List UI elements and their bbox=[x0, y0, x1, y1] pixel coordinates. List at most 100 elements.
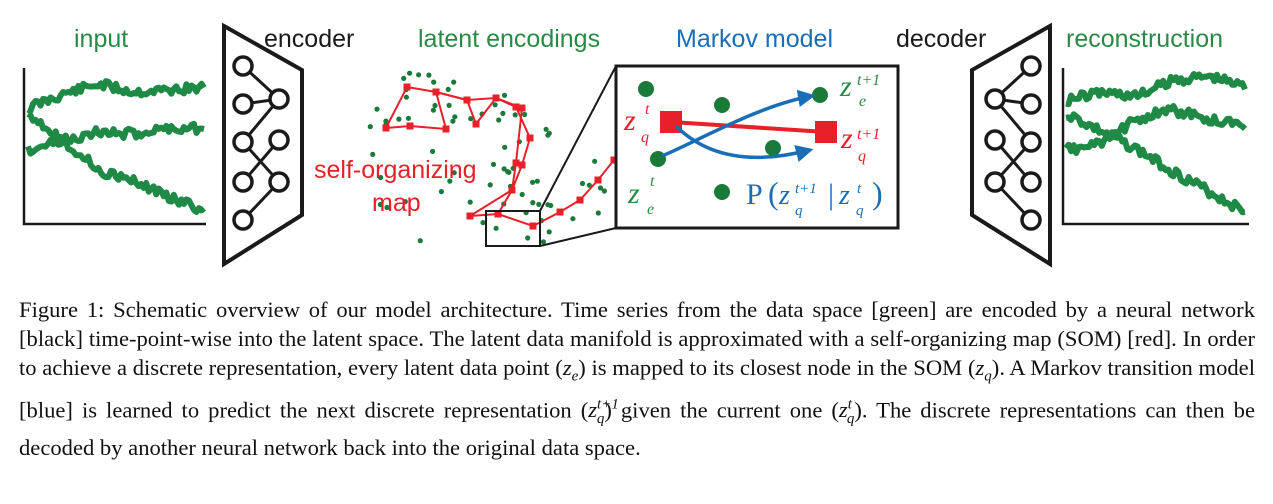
svg-text:t: t bbox=[645, 101, 650, 118]
markov-model-label: Markov model bbox=[676, 25, 833, 53]
decoder-node bbox=[984, 129, 1006, 151]
latent-point bbox=[438, 189, 444, 195]
latent-point bbox=[765, 140, 781, 156]
som-node bbox=[594, 176, 602, 184]
decoder-node bbox=[1020, 93, 1042, 115]
svg-text:e: e bbox=[859, 93, 866, 110]
latent-point bbox=[536, 201, 542, 207]
reconstruction-series-1 bbox=[1065, 71, 1248, 108]
svg-text:P: P bbox=[746, 178, 763, 211]
encoder-node bbox=[268, 171, 290, 193]
encoder-node bbox=[232, 93, 254, 115]
latent-point bbox=[595, 210, 601, 216]
reconstruction-time-series-plot bbox=[1061, 68, 1249, 226]
architecture-figure: input encoder latent encodings Markov mo… bbox=[22, 22, 1249, 268]
encoder-node bbox=[232, 171, 254, 193]
latent-encodings-label: latent encodings bbox=[418, 25, 600, 53]
input-axes bbox=[22, 68, 206, 226]
svg-text:|: | bbox=[828, 178, 834, 211]
latent-point bbox=[450, 118, 456, 124]
svg-text:(: ( bbox=[768, 175, 779, 211]
latent-point bbox=[367, 124, 373, 130]
latent-point bbox=[384, 204, 390, 211]
latent-point bbox=[416, 72, 422, 78]
latent-point bbox=[468, 116, 474, 122]
som-node bbox=[432, 88, 440, 96]
encoder-trapezoid bbox=[222, 22, 304, 268]
latent-point bbox=[540, 239, 547, 245]
z-e-t-plus-1-point bbox=[812, 87, 828, 103]
som-nodes bbox=[382, 83, 618, 230]
latent-point bbox=[492, 102, 498, 108]
latent-point bbox=[430, 107, 436, 113]
transition-arrow bbox=[674, 124, 814, 162]
decoder-node bbox=[984, 171, 1006, 193]
latent-point bbox=[496, 117, 502, 123]
z-q-t-plus-1-node bbox=[815, 121, 837, 143]
z-q-t-plus-1-symbol: zt+1q bbox=[588, 396, 619, 427]
som-node bbox=[610, 156, 618, 164]
reconstruction-axes bbox=[1061, 68, 1249, 226]
latent-point bbox=[407, 70, 413, 76]
decoder-node bbox=[1020, 131, 1042, 153]
decoder-network bbox=[970, 22, 1052, 268]
caption-part-4: ) given the current one ( bbox=[604, 397, 839, 423]
zoom-line bbox=[539, 227, 617, 247]
latent-point bbox=[522, 111, 528, 118]
som-node bbox=[529, 222, 537, 230]
latent-point bbox=[445, 86, 451, 92]
latent-point bbox=[601, 188, 608, 194]
zoom-source-box bbox=[485, 210, 541, 247]
svg-text:z: z bbox=[627, 177, 640, 210]
som-grid-line bbox=[385, 90, 524, 217]
som-node bbox=[472, 120, 480, 128]
z-e-t-plus-1-label: z t+1 e bbox=[839, 70, 880, 110]
latent-point bbox=[401, 75, 407, 81]
svg-text:q: q bbox=[641, 129, 649, 146]
latent-point bbox=[377, 201, 383, 208]
encoder-label: encoder bbox=[264, 25, 354, 53]
latent-point bbox=[519, 191, 525, 198]
svg-text:t+1: t+1 bbox=[857, 72, 880, 89]
latent-point bbox=[597, 185, 604, 191]
latent-point bbox=[374, 106, 380, 112]
caption-part-5: ). The discrete representations can then… bbox=[19, 397, 1255, 460]
latent-point bbox=[579, 180, 586, 187]
decoder-node bbox=[1020, 171, 1042, 193]
svg-text:e: e bbox=[647, 201, 654, 218]
latent-point bbox=[396, 116, 402, 122]
latent-point bbox=[493, 225, 499, 231]
decoder-label: decoder bbox=[896, 25, 986, 53]
z-q-symbol: zq bbox=[975, 354, 992, 385]
latent-point bbox=[534, 178, 540, 184]
svg-text:): ) bbox=[872, 175, 883, 211]
encoder-node bbox=[232, 55, 254, 77]
z-e-symbol: ze bbox=[562, 354, 579, 385]
som-node bbox=[518, 161, 526, 169]
latent-point bbox=[447, 178, 453, 184]
som-label-line2: map bbox=[372, 189, 421, 217]
som-edge bbox=[670, 120, 827, 134]
svg-text:z: z bbox=[840, 122, 853, 155]
latent-point bbox=[403, 94, 409, 100]
som-node bbox=[406, 122, 414, 130]
latent-point bbox=[500, 110, 506, 116]
input-series-1 bbox=[26, 78, 207, 114]
latent-point bbox=[487, 182, 493, 188]
zoom-line bbox=[539, 65, 617, 212]
som-node bbox=[508, 186, 516, 194]
som-node bbox=[382, 124, 390, 132]
som-node bbox=[442, 125, 450, 133]
som-node bbox=[526, 134, 534, 142]
latent-point bbox=[417, 238, 423, 244]
latent-point bbox=[402, 199, 408, 205]
latent-point bbox=[370, 151, 376, 157]
markov-model-panel: z t q z t+1 q z t+1 e z t e P ( z t+1 q bbox=[614, 64, 900, 230]
reconstruction-series-3 bbox=[1065, 111, 1246, 216]
decoder-node bbox=[1020, 55, 1042, 77]
latent-point bbox=[452, 114, 458, 120]
latent-point bbox=[405, 115, 411, 121]
z-q-t-label: z t q bbox=[623, 101, 650, 146]
som-node bbox=[463, 96, 471, 104]
encoder-node bbox=[268, 88, 290, 110]
